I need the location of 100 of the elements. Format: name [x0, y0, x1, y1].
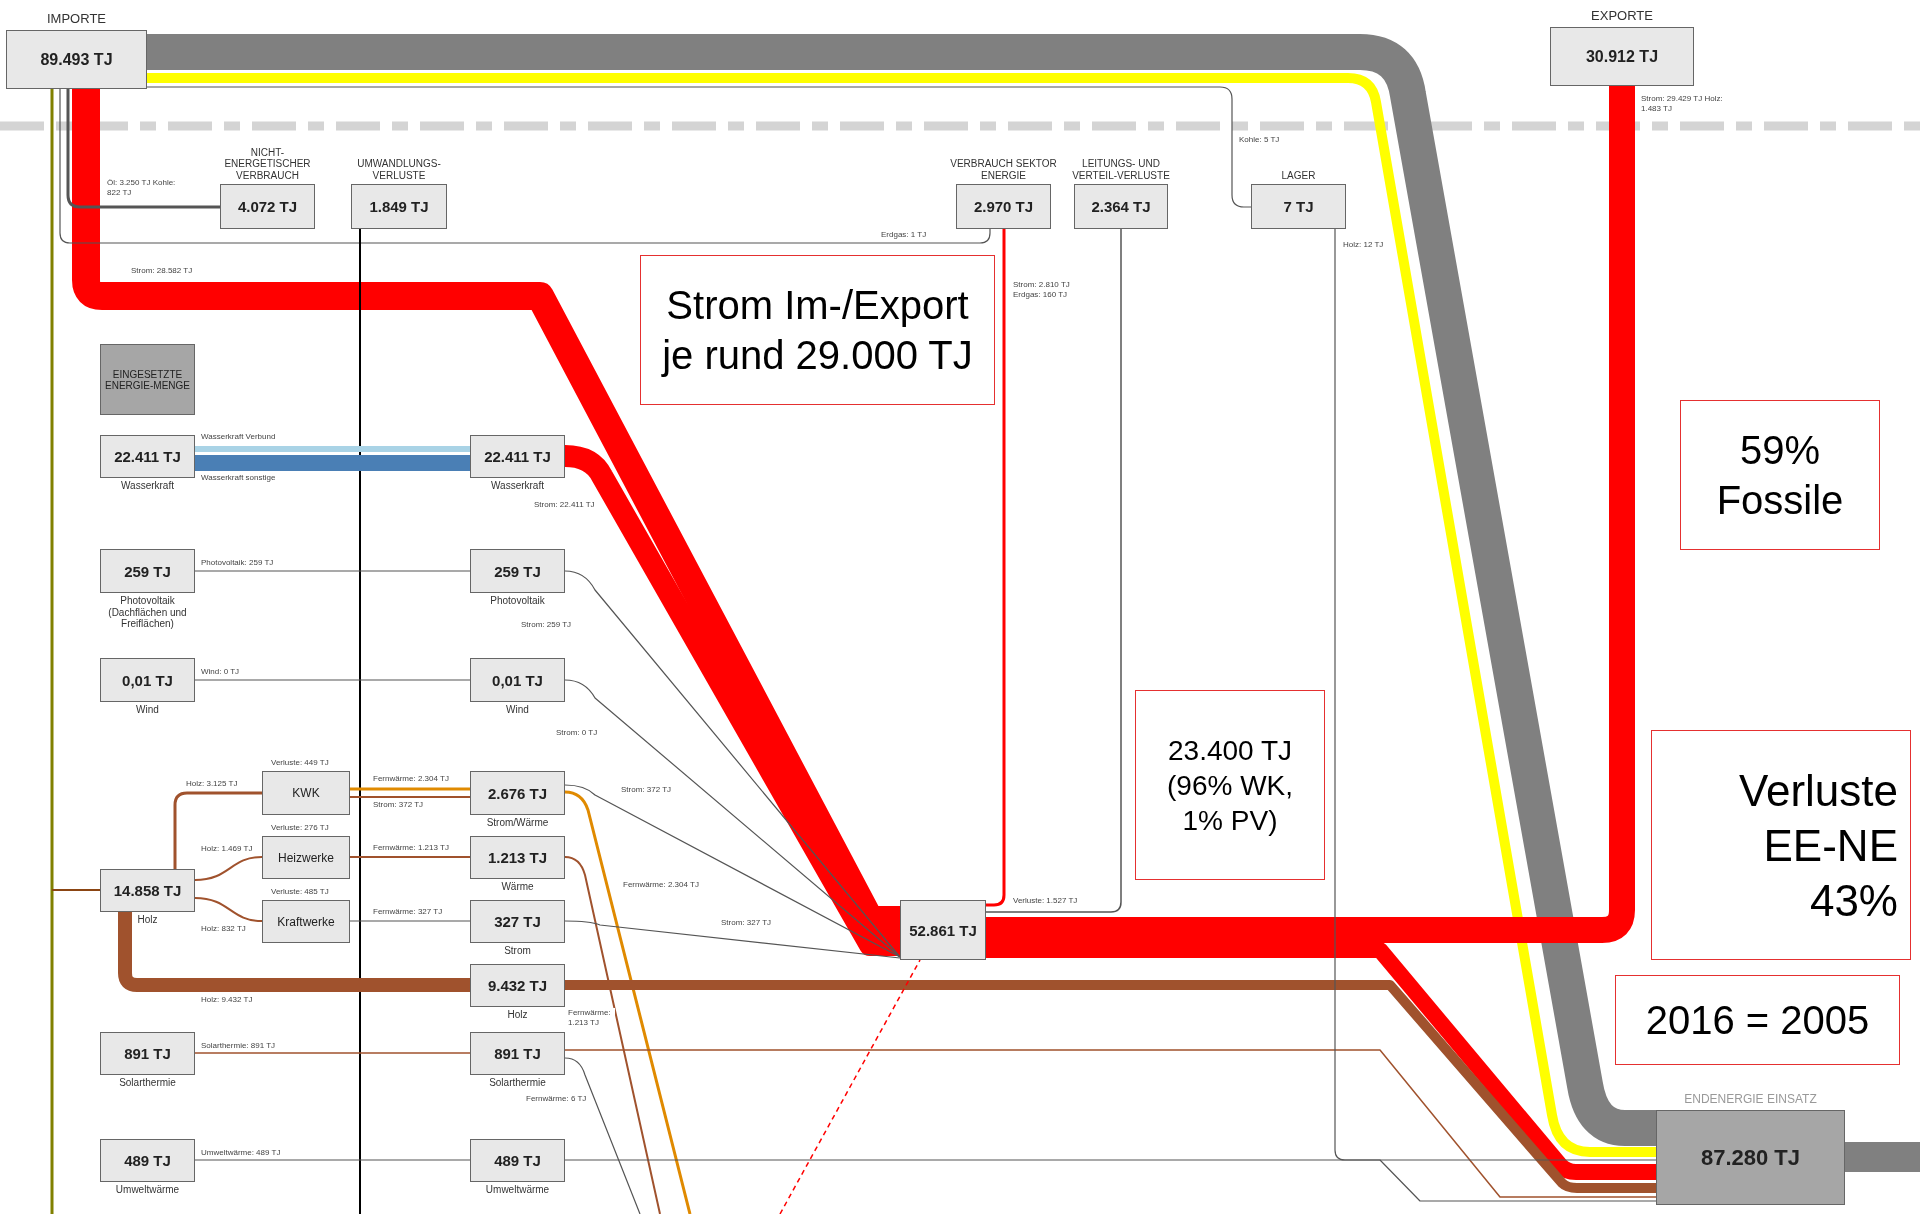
edge-label: Strom: 372 TJ	[620, 785, 673, 795]
value-box: 22.411 TJ	[100, 435, 195, 478]
value-box: 1.213 TJ	[470, 836, 565, 879]
note-box: Verluste EE-NE 43%	[1651, 730, 1911, 960]
value-box: 7 TJ	[1251, 184, 1346, 229]
edge-label: Photovoltaik: 259 TJ	[200, 558, 275, 568]
edge-label: Fernwärme: 327 TJ	[372, 907, 444, 917]
value-box: 259 TJ	[470, 549, 565, 593]
edge-label: Fernwärme: 2.304 TJ	[622, 880, 700, 890]
value-box: Kraftwerke	[262, 900, 350, 943]
edge-label: Fernwärme: 1.213 TJ	[567, 1008, 615, 1028]
flow-line	[564, 1049, 1657, 1198]
value-box: 0,01 TJ	[100, 658, 195, 702]
edge-label: Verluste: 1.527 TJ	[1012, 896, 1079, 906]
node-heading: IMPORTE	[46, 12, 107, 27]
node-caption: Wärme	[500, 881, 535, 893]
edge-label: Öl: 3.250 TJ Kohle: 822 TJ	[106, 178, 178, 198]
edge-label: Holz: 3.125 TJ	[185, 779, 239, 789]
value-box: 489 TJ	[470, 1139, 565, 1182]
flow-line	[349, 796, 471, 798]
value-box: 891 TJ	[470, 1032, 565, 1075]
node-caption: Photovoltaik	[489, 595, 546, 607]
node-caption: Photovoltaik (Dachflächen und Freiflächen)	[107, 595, 188, 630]
flow-band	[72, 89, 900, 934]
value-box: 89.493 TJ	[6, 30, 147, 89]
flow-band	[986, 942, 1656, 1180]
node-caption: Strom	[503, 945, 532, 957]
value-box: 259 TJ	[100, 549, 195, 593]
note-box: 23.400 TJ (96% WK, 1% PV)	[1135, 690, 1325, 880]
flow-line	[194, 856, 263, 881]
flow-line	[1334, 228, 1657, 1161]
flow-line	[194, 897, 263, 922]
flow-line	[564, 784, 901, 958]
node-caption: Wind	[505, 704, 530, 716]
value-box: 2.676 TJ	[470, 771, 565, 815]
value-box: 2.364 TJ	[1074, 184, 1168, 229]
flow-line	[986, 229, 1006, 907]
flow-line	[349, 856, 471, 858]
value-box: 9.432 TJ	[470, 964, 565, 1007]
flow-line	[59, 88, 991, 244]
edge-label: Erdgas: 1 TJ	[880, 230, 928, 240]
edge-label: Strom: 0 TJ	[555, 728, 599, 738]
edge-label: Fernwärme: 6 TJ	[525, 1094, 588, 1104]
value-box: EINGESETZTE ENERGIE-MENGE	[100, 344, 195, 415]
edge-label: Strom: 372 TJ	[372, 800, 425, 810]
node-caption: Umweltwärme	[114, 1184, 181, 1196]
node-caption: Wasserkraft	[120, 480, 175, 492]
edge-label: Wasserkraft Verbund	[200, 432, 277, 442]
edge-label: Holz: 9.432 TJ	[200, 995, 254, 1005]
node-caption: Solarthermie	[488, 1077, 547, 1089]
node-heading: LEITUNGS- UND VERTEIL-VERLUSTE	[1071, 158, 1171, 181]
loss-label: Verluste: 449 TJ	[270, 758, 330, 768]
value-box: 4.072 TJ	[220, 184, 315, 229]
value-box: 14.858 TJ	[100, 869, 195, 912]
flow-band	[118, 912, 470, 992]
node-heading: UMWANDLUNGS-VERLUSTE	[356, 158, 442, 181]
node-caption: Wind	[135, 704, 160, 716]
node-caption: Strom/Wärme	[485, 817, 550, 829]
edge-label: Solarthermie: 891 TJ	[200, 1041, 277, 1051]
node-caption: Holz	[506, 1009, 529, 1021]
value-box: 52.861 TJ	[900, 900, 986, 960]
flow-line	[564, 920, 901, 959]
node-heading: VERBRAUCH SEKTOR ENERGIE	[949, 158, 1058, 181]
flow-line	[359, 228, 361, 1214]
node-caption: Umweltwärme	[484, 1184, 551, 1196]
node-heading: ENDENERGIE EINSATZ	[1683, 1093, 1818, 1107]
edge-label: Holz: 1.469 TJ	[200, 844, 254, 854]
node-caption: Wasserkraft	[490, 480, 545, 492]
flow-line	[985, 228, 1122, 913]
flow-line	[564, 856, 661, 1214]
edge-label: Strom: 327 TJ	[720, 918, 773, 928]
value-box: 1.849 TJ	[351, 184, 447, 229]
flow-line	[349, 920, 471, 922]
value-box: 2.970 TJ	[956, 184, 1051, 229]
node-heading: LAGER	[1280, 169, 1317, 181]
edge-label: Wind: 0 TJ	[200, 667, 241, 677]
edge-label: Fernwärme: 1.213 TJ	[372, 843, 450, 853]
note-box: Strom Im-/Export je rund 29.000 TJ	[640, 255, 995, 405]
flow-line	[194, 1052, 471, 1054]
flow-line	[51, 889, 101, 891]
value-box: 489 TJ	[100, 1139, 195, 1182]
value-box: 87.280 TJ	[1656, 1110, 1845, 1205]
flow-line	[194, 1159, 471, 1161]
edge-label: Wasserkraft sonstige	[200, 473, 277, 483]
flow-line	[194, 570, 471, 572]
value-box: 30.912 TJ	[1550, 27, 1694, 86]
flow-line	[194, 679, 471, 681]
flow-line	[66, 89, 220, 209]
loss-label: Verluste: 276 TJ	[270, 823, 330, 833]
value-box: Heizwerke	[262, 836, 350, 879]
edge-label: Strom: 259 TJ	[520, 620, 573, 630]
flow-band	[1845, 1142, 1920, 1172]
edge-label: Strom: 22.411 TJ	[533, 500, 596, 510]
node-heading: EXPORTE	[1590, 9, 1654, 24]
edge-label: Holz: 832 TJ	[200, 924, 247, 934]
flow-band	[565, 980, 1656, 1193]
value-box: 0,01 TJ	[470, 658, 565, 702]
edge-label: Umweltwärme: 489 TJ	[200, 1148, 282, 1158]
edge-label: Kohle: 5 TJ	[1238, 135, 1281, 145]
value-box: 22.411 TJ	[470, 435, 565, 478]
